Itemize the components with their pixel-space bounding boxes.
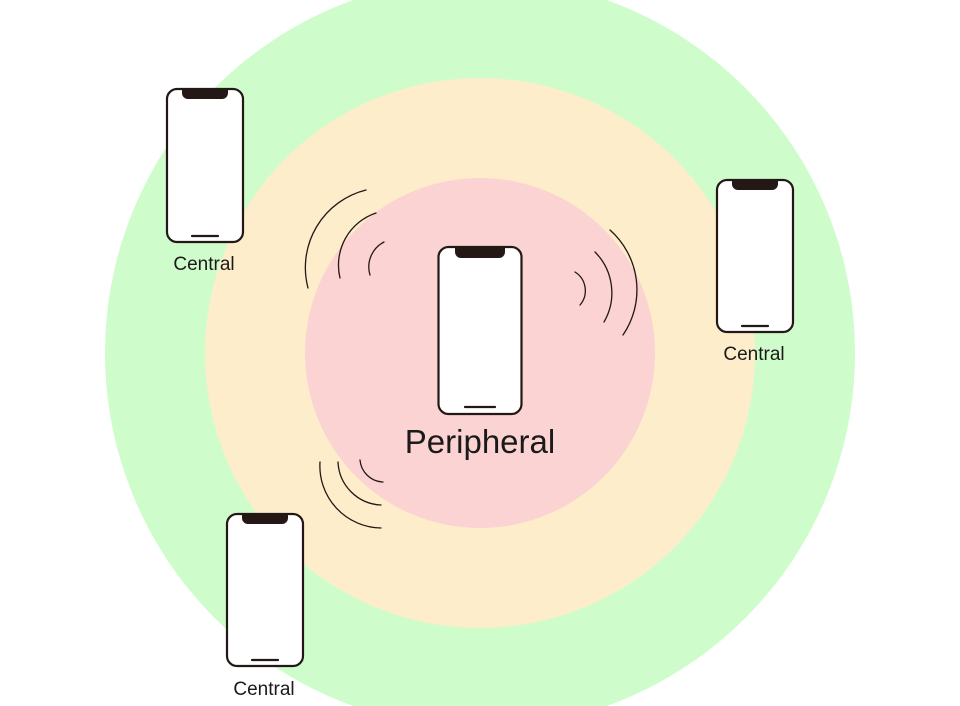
signal-waves-icon (319, 459, 384, 529)
smartphone-icon (437, 245, 523, 416)
peripheral-label: Peripheral (405, 423, 555, 460)
smartphone-icon (715, 178, 795, 334)
central-label: Central (233, 679, 294, 700)
central-label: Central (173, 254, 234, 275)
central-phone (715, 178, 795, 334)
smartphone-icon (225, 512, 305, 668)
signal-waves-icon (304, 189, 385, 289)
smartphone-icon (165, 87, 245, 244)
central-phone (225, 512, 305, 668)
peripheral-phone (437, 245, 523, 416)
central-label: Central (723, 344, 784, 365)
signal-waves-icon (574, 229, 638, 336)
central-phone (165, 87, 245, 244)
